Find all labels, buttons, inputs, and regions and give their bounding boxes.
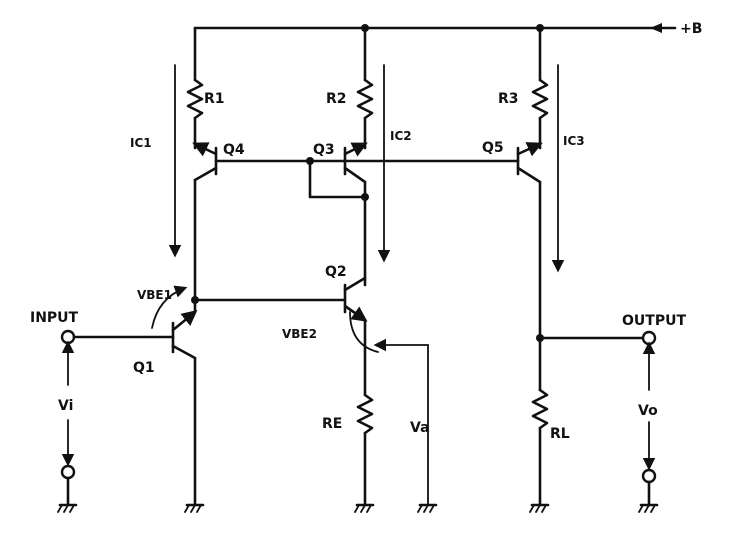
q1-q2-node [191,296,347,304]
supply-rail: +B [193,21,702,37]
voltage-vo-label: Vo [638,403,658,419]
junction-base-line [306,157,314,165]
voltage-vbe1-label: VBE1 [137,288,172,302]
resistor-r3: R3 [498,26,549,150]
vbe2-arc-icon [349,311,379,353]
transistor-q1: Q1 [133,298,198,507]
base-bias-line [214,157,520,165]
voltage-va: Va [373,338,430,506]
input-label: INPUT [30,310,79,326]
input-terminal-top [60,329,76,345]
ground-icon [57,503,78,513]
resistor-r3-label: R3 [498,91,519,107]
resistor-re-label: RE [322,416,342,432]
ground-icon [354,503,375,513]
supply-label: +B [680,21,702,37]
ground-icon [417,503,438,513]
voltage-vi-label: Vi [58,398,73,414]
output-label: OUTPUT [622,313,686,329]
transistor-q5: Q5 [482,140,543,392]
transistor-q4: Q4 [192,142,245,302]
supply-arrow-icon [650,23,662,33]
output-terminal-top [641,330,657,346]
resistor-r2: R2 [326,26,374,150]
resistor-rl: RL [531,388,570,507]
ground-icon [184,503,205,513]
vbe1-arc-icon [151,285,188,329]
transistor-q4-label: Q4 [223,142,245,158]
transistor-q5-label: Q5 [482,140,504,156]
input-terminal-bottom [60,464,76,480]
resistor-rl-label: RL [550,426,570,442]
ground-icon [529,503,550,513]
transistor-q3: Q3 [308,142,369,287]
transistor-q2-label: Q2 [325,264,347,280]
resistor-r1-label: R1 [204,91,225,107]
ground-icon [638,503,659,513]
current-ic2-label: IC2 [390,129,412,143]
transistor-q2: Q2 [325,264,368,397]
current-ic1-label: IC1 [130,136,152,150]
transistor-q3-label: Q3 [313,142,335,158]
current-ic3-label: IC3 [563,134,585,148]
voltage-vbe2-label: VBE2 [282,327,317,341]
resistor-r2-label: R2 [326,91,347,107]
output-terminal-bottom [641,468,657,484]
resistor-re: RE [322,393,374,507]
current-arrows: IC1 IC2 IC3 [130,64,585,273]
vbe-indicators: VBE1 VBE2 [137,285,379,353]
input-port: INPUT Vi [30,310,175,507]
voltage-va-label: Va [410,420,430,436]
output-port: OUTPUT Vo [536,313,686,507]
ground-symbols [57,503,659,513]
resistor-r1: R1 [186,26,225,150]
transistor-q1-label: Q1 [133,360,155,376]
